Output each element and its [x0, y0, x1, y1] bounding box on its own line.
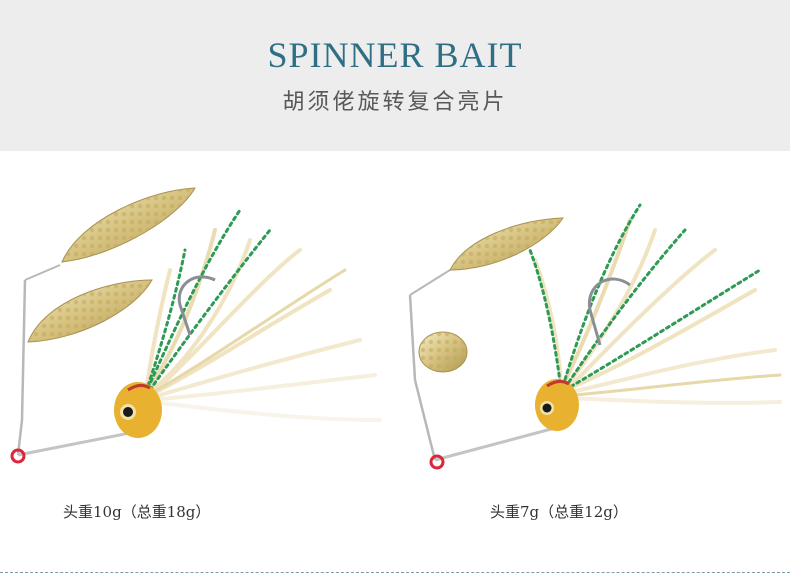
skirt	[144, 208, 382, 422]
blade-bottom	[27, 279, 153, 343]
lure-head	[535, 379, 579, 431]
blade-top	[61, 187, 196, 263]
page-subtitle: 胡须佬旋转复合亮片	[282, 90, 508, 115]
divider-line	[0, 572, 790, 573]
product-image-spinnerbait-10g	[10, 187, 382, 464]
blade-willow	[449, 217, 564, 271]
header-banner: SPINNER BAIT 胡须佬旋转复合亮片	[0, 0, 790, 151]
lure-head	[114, 382, 162, 438]
page-title: SPINNER BAIT	[267, 35, 523, 75]
skirt	[528, 203, 782, 405]
product-caption-right: 头重7g（总重12g）	[490, 503, 628, 521]
product-caption-left: 头重10g（总重18g）	[63, 503, 211, 521]
product-image-spinnerbait-7g	[408, 203, 782, 470]
blade-colorado	[418, 331, 468, 373]
